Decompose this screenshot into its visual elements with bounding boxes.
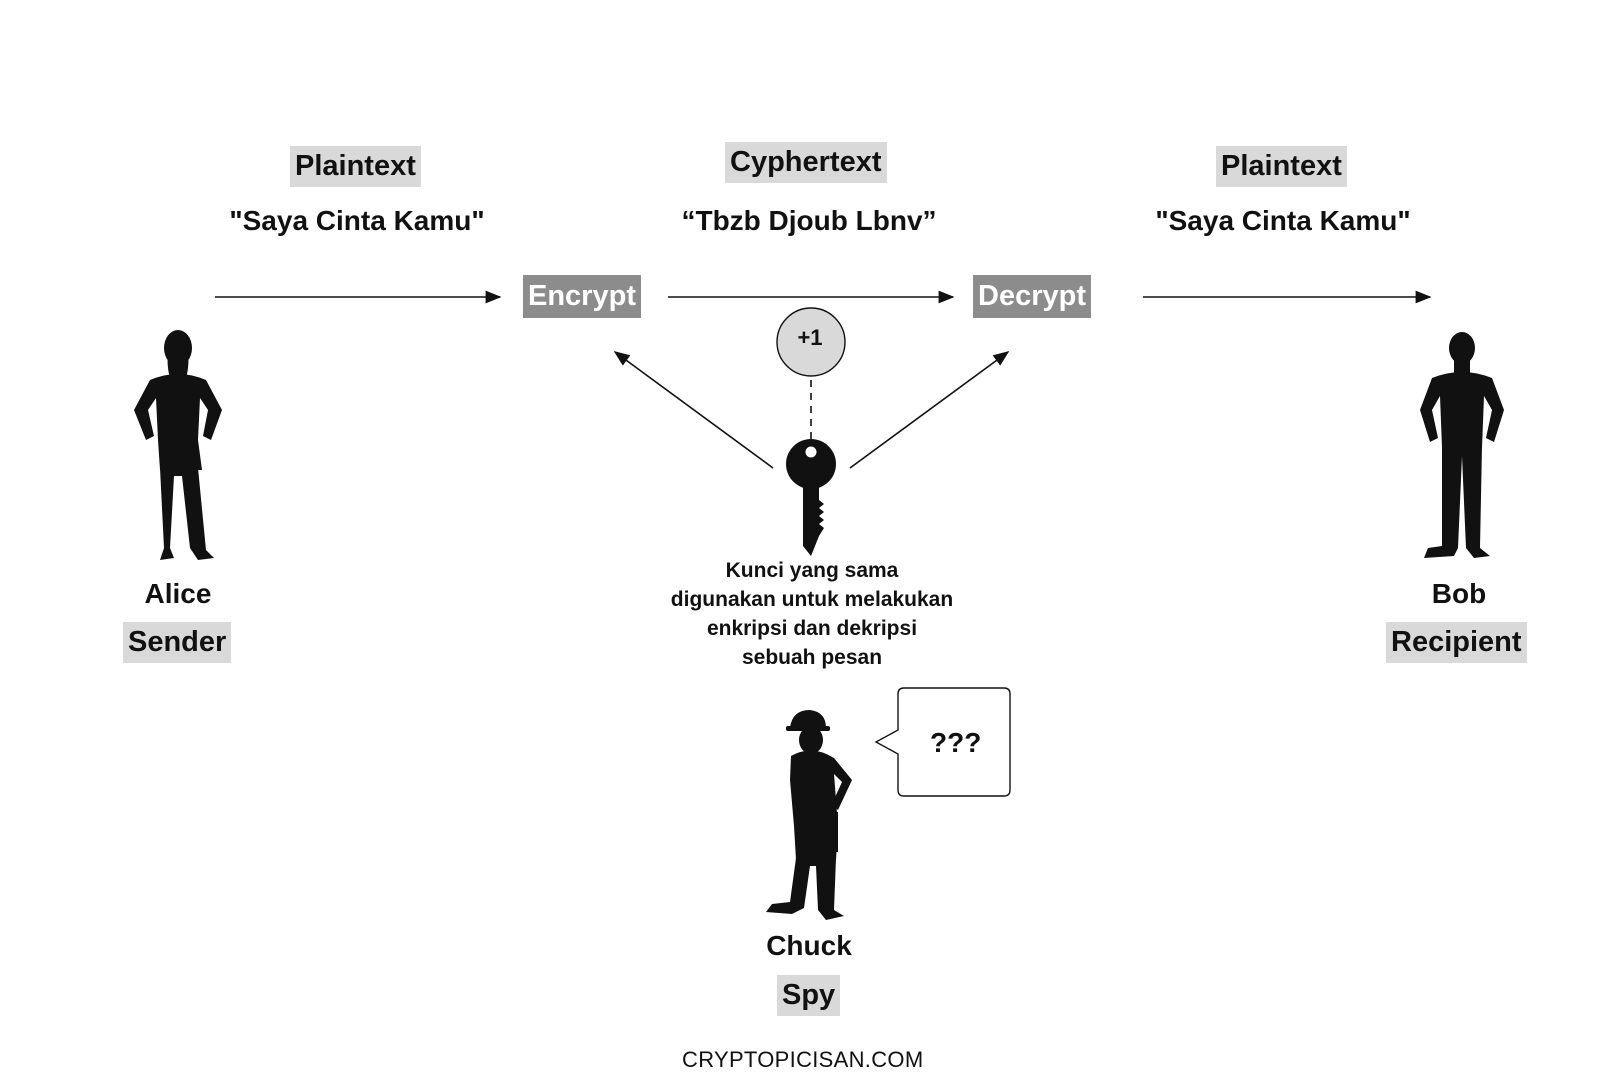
arrow-key-to-encrypt — [613, 351, 774, 469]
shift-circle — [776, 307, 846, 377]
key-shift-label: +1 — [797, 325, 823, 350]
recipient-plaintext-label: Plaintext — [1216, 146, 1347, 187]
recipient-message: "Saya Cinta Kamu" — [1155, 205, 1411, 236]
sender-plaintext-label: Plaintext — [290, 146, 421, 187]
speech-bubble — [874, 687, 1011, 797]
spy-speech-text: ??? — [930, 727, 982, 758]
spy-role-badge: Spy — [777, 975, 841, 1016]
recipient-role-badge: Recipient — [1386, 622, 1527, 663]
arrow-key-to-decrypt — [849, 351, 1010, 469]
sender-message: "Saya Cinta Kamu" — [229, 205, 485, 236]
key-note: Kunci yang sama digunakan untuk melakuka… — [612, 556, 1012, 672]
decrypt-box: Decrypt — [973, 275, 1091, 318]
footer-site-name: CRYPTOPICISAN.COM — [682, 1047, 924, 1072]
key-note-line: sebuah pesan — [741, 646, 883, 669]
key-icon — [786, 439, 836, 556]
sender-name: Alice — [144, 578, 212, 609]
recipient-name: Bob — [1431, 578, 1487, 609]
woman-silhouette-icon — [134, 330, 222, 560]
key-note-line: enkripsi dan dekripsi — [706, 617, 918, 640]
spy-name: Chuck — [766, 930, 852, 961]
man-silhouette-icon — [1420, 332, 1504, 558]
key-note-line: Kunci yang sama — [725, 559, 899, 582]
key-note-line: digunakan untuk melakukan — [670, 588, 954, 611]
encrypt-box: Encrypt — [523, 275, 641, 318]
cyphertext-label: Cyphertext — [725, 142, 887, 183]
worker-silhouette-icon — [766, 710, 852, 920]
sender-role-badge: Sender — [123, 622, 232, 663]
cyphertext-message: “Tbzb Djoub Lbnv” — [681, 205, 937, 236]
